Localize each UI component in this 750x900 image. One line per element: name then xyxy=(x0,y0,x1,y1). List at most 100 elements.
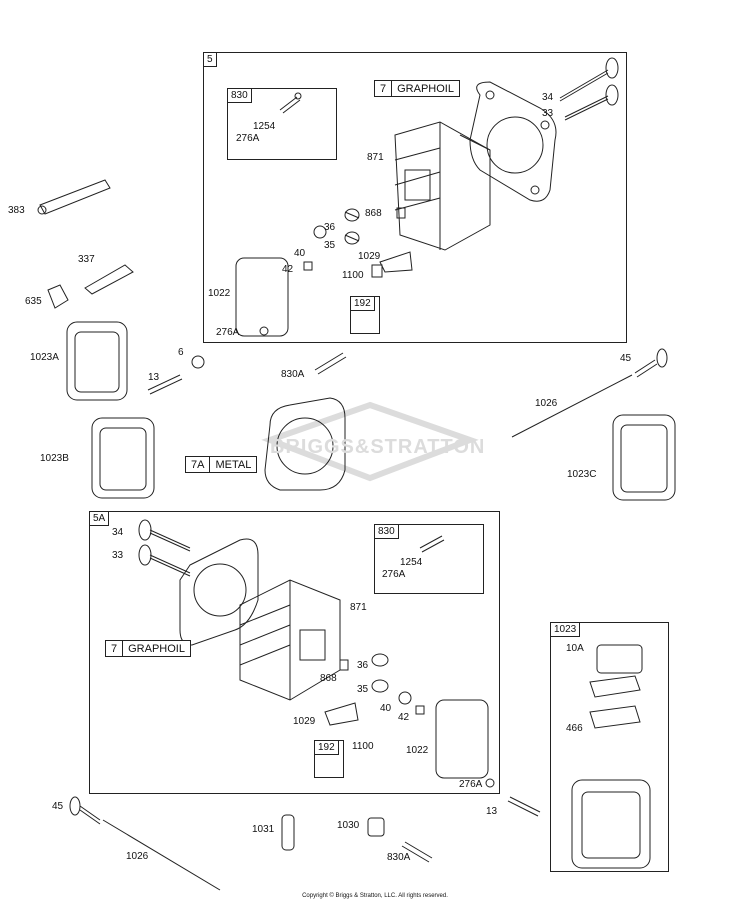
callout-383: 383 xyxy=(8,205,25,216)
pin-1031-part xyxy=(281,814,295,851)
callout-1254-top: 1254 xyxy=(253,121,276,132)
graphoil-tag-bottom: 7 GRAPHOIL xyxy=(105,640,191,657)
group-1023-tag: 1023 xyxy=(550,622,581,637)
callout-830A-middle: 830A xyxy=(281,369,305,380)
callout-1022-bottom: 1022 xyxy=(406,745,429,756)
bolt-13-top-part xyxy=(147,374,183,395)
springs-bottom-part xyxy=(371,653,389,693)
valve-cover-1023A-part xyxy=(66,321,128,401)
rocker-1029-top-part xyxy=(379,251,413,273)
head-gasket-7A-part xyxy=(264,397,346,491)
graphoil-top-number: 7 xyxy=(375,81,393,96)
group-830-top-tag: 830 xyxy=(227,88,252,103)
callout-36-top: 36 xyxy=(324,222,336,233)
cap-42-top-part xyxy=(303,261,313,271)
callout-868-top: 868 xyxy=(365,208,382,219)
push-rod-1026-top-part xyxy=(511,374,633,438)
callout-276A-top-2: 276A xyxy=(216,327,240,338)
valve-cover-1023C-part xyxy=(612,414,676,501)
washer-6-part xyxy=(191,355,205,369)
group-830-top-frame xyxy=(227,88,337,160)
breather-830-top-part xyxy=(279,92,302,114)
graphoil-bottom-text: GRAPHOIL xyxy=(128,642,185,655)
callout-830A-bottom: 830A xyxy=(387,852,411,863)
group-5A-tag: 5A xyxy=(89,511,110,526)
callout-1254-bottom: 1254 xyxy=(400,557,423,568)
metal-text: METAL xyxy=(215,458,252,471)
group-5-frame xyxy=(203,52,627,343)
seal-868-bottom-part xyxy=(339,659,349,671)
callout-33-top: 33 xyxy=(542,108,554,119)
group-830-bottom-frame xyxy=(374,524,484,594)
callout-35-top: 35 xyxy=(324,240,336,251)
group-1023-frame xyxy=(550,622,669,872)
callout-1029-top: 1029 xyxy=(358,251,381,262)
breather-830-bottom-part xyxy=(419,535,445,553)
valve-34-bottom-part xyxy=(138,519,191,552)
callout-1026-bottom: 1026 xyxy=(126,851,149,862)
head-gasket-top-part xyxy=(469,81,557,202)
callout-33-bottom: 33 xyxy=(112,550,124,561)
seal-868-top-part xyxy=(396,207,406,219)
group-192-bottom-tag: 192 xyxy=(314,740,339,755)
valve-45-top-part xyxy=(634,348,668,378)
callout-337: 337 xyxy=(78,254,95,265)
push-rod-1026-bottom-part xyxy=(102,819,221,891)
breather-830A-mid-part xyxy=(314,352,347,375)
callout-1023B: 1023B xyxy=(40,453,69,464)
cylinder-head-top-part xyxy=(394,121,491,251)
valve-34-top-part xyxy=(559,57,619,102)
callout-1022-top: 1022 xyxy=(208,288,231,299)
callout-1029-bottom: 1029 xyxy=(293,716,316,727)
breather-830A-bottom-part xyxy=(401,841,433,863)
cap-42-bottom-part xyxy=(415,705,425,715)
callout-34-bottom: 34 xyxy=(112,527,124,538)
group-192-top-tag: 192 xyxy=(350,296,375,311)
callout-40-bottom: 40 xyxy=(380,703,392,714)
washer-40-bottom-part xyxy=(398,691,412,705)
valve-cover-1023B-part xyxy=(91,417,155,499)
head-gasket-bottom-part xyxy=(179,538,259,646)
callout-871-bottom: 871 xyxy=(350,602,367,613)
callout-1026-top: 1026 xyxy=(535,398,558,409)
valve-33-top-part xyxy=(564,84,619,121)
callout-868-bottom: 868 xyxy=(320,673,337,684)
callout-871-top: 871 xyxy=(367,152,384,163)
graphoil-top-text: GRAPHOIL xyxy=(397,82,454,95)
tool-383-part xyxy=(37,179,111,215)
callout-1100-bottom: 1100 xyxy=(352,741,374,752)
bolt-13-bottom-part xyxy=(507,796,541,817)
callout-42-top: 42 xyxy=(282,264,294,275)
cover-assembly-1023-part xyxy=(571,644,651,869)
metal-number: 7A xyxy=(186,457,211,472)
graphoil-bottom-number: 7 xyxy=(106,641,124,656)
callout-45-top: 45 xyxy=(620,353,632,364)
callout-1100-top: 1100 xyxy=(342,270,364,281)
valve-33-bottom-part xyxy=(138,544,191,577)
watermark-logo xyxy=(261,401,479,482)
callout-35-bottom: 35 xyxy=(357,684,369,695)
spark-plug-337-part xyxy=(84,264,134,295)
washer-276A-top-part xyxy=(259,326,269,336)
stud-1100-top-part xyxy=(371,264,383,278)
group-5A-frame xyxy=(89,511,500,794)
washer-276A-bottom-part xyxy=(485,778,495,788)
callout-1031: 1031 xyxy=(252,824,275,835)
washer-40-top-part xyxy=(313,225,327,239)
group-830-bottom-tag: 830 xyxy=(374,524,399,539)
cover-gasket-1022-top-part xyxy=(235,257,289,337)
callout-10A: 10A xyxy=(566,643,584,654)
callout-13-bottom: 13 xyxy=(486,806,498,817)
graphoil-tag-top: 7 GRAPHOIL xyxy=(374,80,460,97)
springs-top-part xyxy=(344,208,360,245)
callout-6: 6 xyxy=(178,347,184,358)
callout-1030: 1030 xyxy=(337,820,360,831)
cover-gasket-1022-bottom-part xyxy=(435,699,489,779)
valve-45-bottom-part xyxy=(69,796,101,825)
callout-34-top: 34 xyxy=(542,92,554,103)
callout-466: 466 xyxy=(566,723,583,734)
callout-635: 635 xyxy=(25,296,42,307)
callout-276A-bottom: 276A xyxy=(382,569,406,580)
watermark-text: BRIGGS&STRATTON xyxy=(270,436,486,458)
